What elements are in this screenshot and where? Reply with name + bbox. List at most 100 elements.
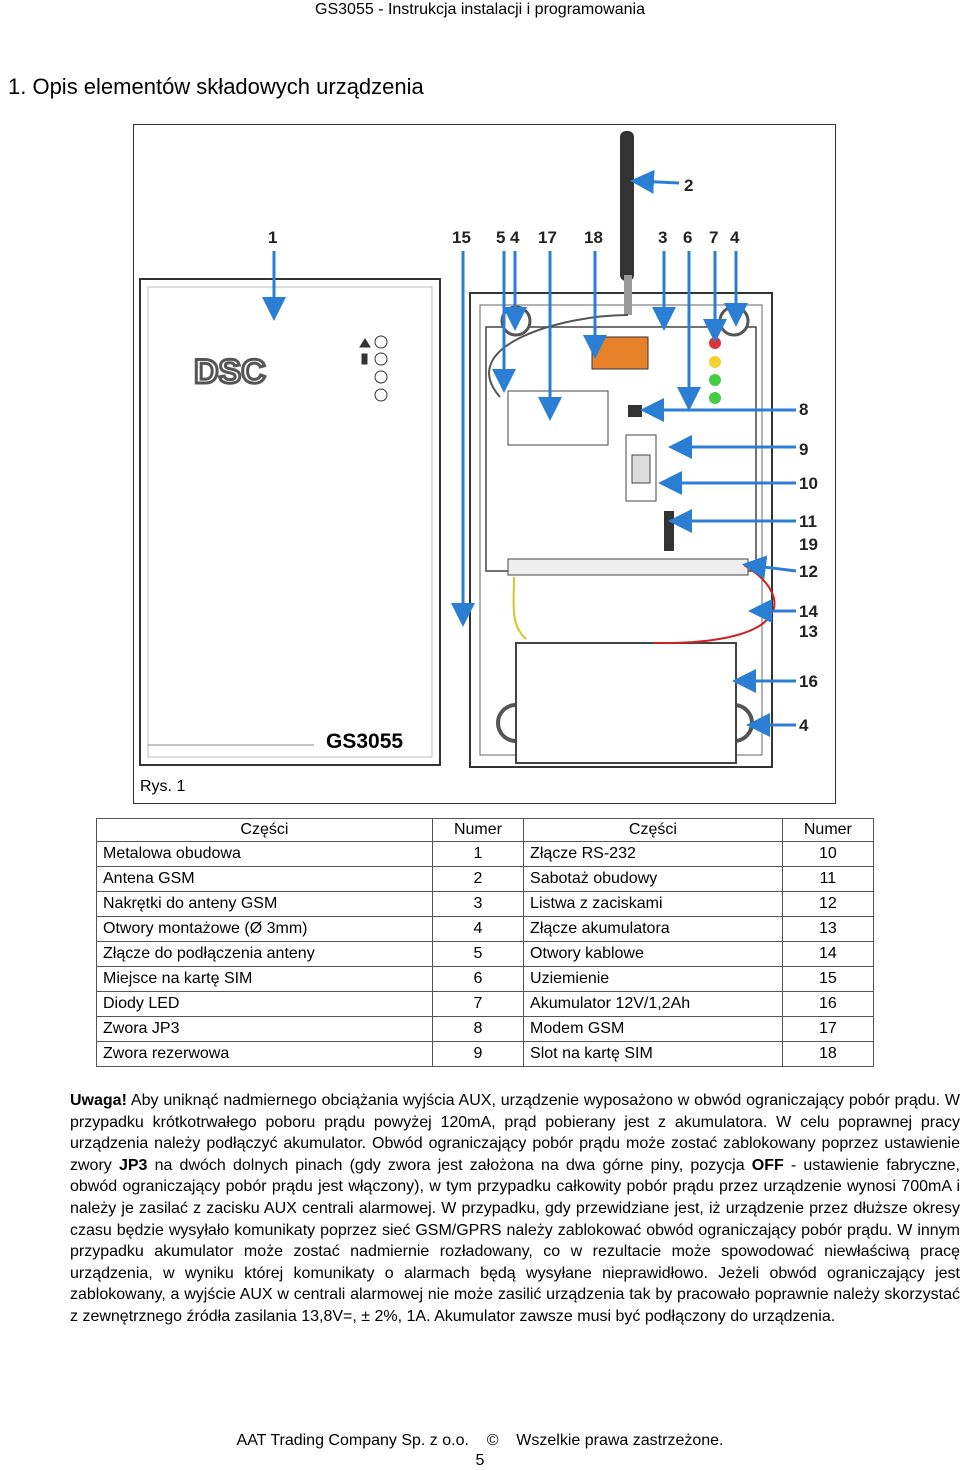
footer-company: AAT Trading Company Sp. z o.o.: [236, 1432, 469, 1449]
page-number: 5: [475, 1452, 485, 1469]
table-cell: 11: [781, 866, 875, 892]
table-cell: 3: [431, 891, 525, 917]
table-cell: 15: [781, 966, 875, 992]
led-red: [709, 337, 721, 349]
callout-label-19: 19: [799, 535, 818, 554]
device-diagram: DSC: [133, 124, 836, 804]
gsm-modem: [507, 390, 609, 446]
table-cell: Listwa z zaciskami: [523, 891, 783, 917]
callout-label-11: 11: [799, 512, 817, 531]
note-text-1: Aby uniknąć nadmiernego obciążania wyjśc…: [70, 1092, 960, 1174]
callout-label-4b: 4: [730, 228, 740, 247]
callout-label-16: 16: [799, 672, 818, 691]
note-off: OFF: [751, 1156, 784, 1174]
figure-caption: Rys. 1: [140, 778, 186, 795]
table-cell: 7: [431, 991, 525, 1017]
table-cell: Uziemienie: [523, 966, 783, 992]
callout-arrows: [262, 169, 797, 737]
column-header: Numer: [431, 818, 525, 842]
table-cell: 17: [781, 1016, 875, 1042]
table-cell: 13: [781, 916, 875, 942]
gsm-antenna: [620, 131, 634, 281]
led-yellow: [709, 356, 721, 368]
table-cell: Zwora JP3: [96, 1016, 433, 1042]
callout-label-5: 5: [496, 228, 505, 247]
copyright-icon: ©: [486, 1432, 499, 1449]
callout-label-6: 6: [683, 228, 692, 247]
callout-label-9: 9: [799, 440, 808, 459]
table-cell: 16: [781, 991, 875, 1017]
table-cell: Zwora rezerwowa: [96, 1041, 433, 1067]
column-header: Numer: [781, 818, 875, 842]
table-cell: Złącze akumulatora: [523, 916, 783, 942]
section-title: 1. Opis elementów składowych urządzenia: [8, 74, 424, 99]
callout-label-3: 3: [658, 228, 667, 247]
page-footer: AAT Trading Company Sp. z o.o. © Wszelki…: [0, 1432, 960, 1450]
model-label: GS3055: [326, 730, 404, 753]
table-cell: 18: [781, 1041, 875, 1067]
table-cell: Nakrętki do anteny GSM: [96, 891, 433, 917]
table-cell: Złącze do podłączenia anteny: [96, 941, 433, 967]
terminal-strip: [507, 558, 749, 576]
callout-label-14: 14: [799, 602, 818, 621]
antenna-connector: [591, 336, 649, 370]
led-green: [709, 374, 721, 386]
table-cell: Akumulator 12V/1,2Ah: [523, 991, 783, 1017]
led-icons: [359, 335, 388, 402]
parts-table: Części Numer Części Numer Metalowa obudo…: [96, 818, 875, 1067]
callout-label-12: 12: [799, 562, 818, 581]
page-header: GS3055 - Instrukcja instalacji i program…: [315, 1, 645, 18]
table-cell: Slot na kartę SIM: [523, 1041, 783, 1067]
callout-label-8: 8: [799, 400, 808, 419]
callout-label-7: 7: [709, 228, 718, 247]
table-cell: 9: [431, 1041, 525, 1067]
table-cell: Złącze RS-232: [523, 841, 783, 867]
table-cell: Miejsce na kartę SIM: [96, 966, 433, 992]
table-cell: Otwory montażowe (Ø 3mm): [96, 916, 433, 942]
table-cell: 1: [431, 841, 525, 867]
table-cell: Metalowa obudowa: [96, 841, 433, 867]
callout-label-1: 1: [268, 228, 277, 247]
table-cell: 6: [431, 966, 525, 992]
callout-label-17: 17: [538, 228, 557, 247]
note-text-2: na dwóch dolnych pinach (gdy zwora jest …: [147, 1156, 752, 1174]
table-cell: 14: [781, 941, 875, 967]
warning-note: Uwaga! Aby uniknąć nadmiernego obciążani…: [70, 1090, 960, 1328]
table-cell: 5: [431, 941, 525, 967]
callout-label-4: 4: [510, 228, 520, 247]
callout-label-18: 18: [584, 228, 603, 247]
table-cell: 2: [431, 866, 525, 892]
callout-label-10: 10: [799, 474, 818, 493]
column-header: Części: [96, 818, 433, 842]
table-header-row: Części Numer Części Numer: [96, 818, 875, 842]
table-cell: 12: [781, 891, 875, 917]
callout-label-13: 13: [799, 622, 818, 641]
note-label: Uwaga!: [70, 1092, 127, 1109]
table-cell: Otwory kablowe: [523, 941, 783, 967]
callout-label-15: 15: [452, 228, 471, 247]
table-cell: Antena GSM: [96, 866, 433, 892]
table-cell: Diody LED: [96, 991, 433, 1017]
note-text-3: - ustawienie fabryczne, obwód ograniczaj…: [70, 1156, 960, 1325]
enclosure-cover: [139, 278, 441, 766]
dsc-logo: DSC: [194, 353, 266, 391]
table-cell: 4: [431, 916, 525, 942]
table-cell: 10: [781, 841, 875, 867]
column-header: Części: [523, 818, 783, 842]
table-cell: 8: [431, 1016, 525, 1042]
battery: [515, 642, 737, 764]
callout-labels: 1 15 5 4 17 18 3 6 7 4 2 8 9 10 11 19 12…: [268, 176, 818, 735]
note-jp3: JP3: [118, 1156, 148, 1174]
device-drawing: DSC: [139, 131, 818, 768]
callout-label-4c: 4: [799, 716, 809, 735]
table-cell: Sabotaż obudowy: [523, 866, 783, 892]
